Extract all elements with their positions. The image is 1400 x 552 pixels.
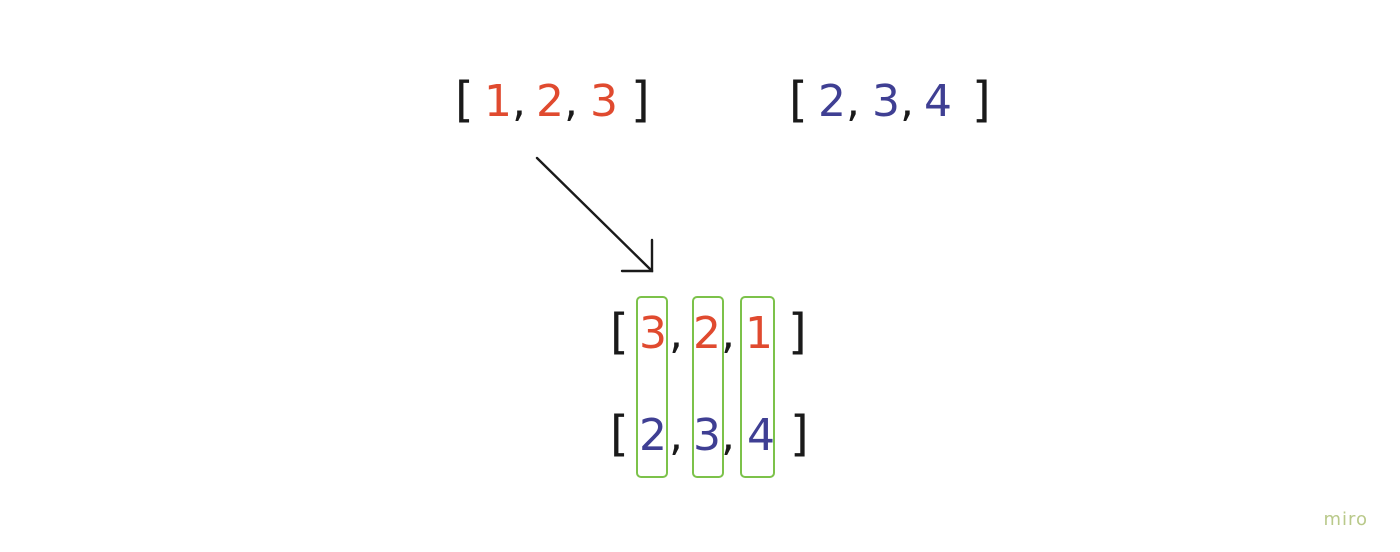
comma: , — [669, 308, 683, 359]
array-element: 4 — [747, 410, 775, 461]
pair-box-3 — [740, 296, 775, 478]
array-element: 1 — [484, 76, 512, 127]
comma: , — [721, 308, 735, 359]
close-bracket: ] — [972, 72, 991, 128]
array-element: 1 — [745, 308, 773, 359]
open-bracket: [ — [610, 406, 629, 462]
array-element: 2 — [818, 76, 846, 127]
array-element: 2 — [639, 410, 667, 461]
comma: , — [669, 410, 683, 461]
arrow-shaft — [535, 156, 654, 273]
array-element: 3 — [590, 76, 618, 127]
open-bracket: [ — [455, 72, 474, 128]
close-bracket: ] — [788, 304, 807, 360]
arrow-head — [620, 238, 654, 273]
array-bottom-blue: [ 2 , 3 , 4 ] — [606, 406, 816, 466]
array-element: 2 — [536, 76, 564, 127]
array-element: 2 — [693, 308, 721, 359]
array-element: 3 — [639, 308, 667, 359]
array-bottom-red: [ 3 , 2 , 1 ] — [606, 304, 816, 364]
comma: , — [846, 76, 860, 127]
array-top-left: [ 1 , 2 , 3 ] — [450, 72, 660, 132]
array-element: 3 — [872, 76, 900, 127]
array-element: 3 — [693, 410, 721, 461]
open-bracket: [ — [610, 304, 629, 360]
array-element: 4 — [924, 76, 952, 127]
close-bracket: ] — [631, 72, 650, 128]
pair-box-1 — [636, 296, 668, 478]
comma: , — [900, 76, 914, 127]
pair-box-2 — [692, 296, 724, 478]
close-bracket: ] — [790, 406, 809, 462]
watermark: miro — [1323, 509, 1368, 530]
comma: , — [721, 410, 735, 461]
open-bracket: [ — [789, 72, 808, 128]
comma: , — [512, 76, 526, 127]
array-top-right: [ 2 , 3 , 4 ] — [784, 72, 994, 132]
comma: , — [564, 76, 578, 127]
